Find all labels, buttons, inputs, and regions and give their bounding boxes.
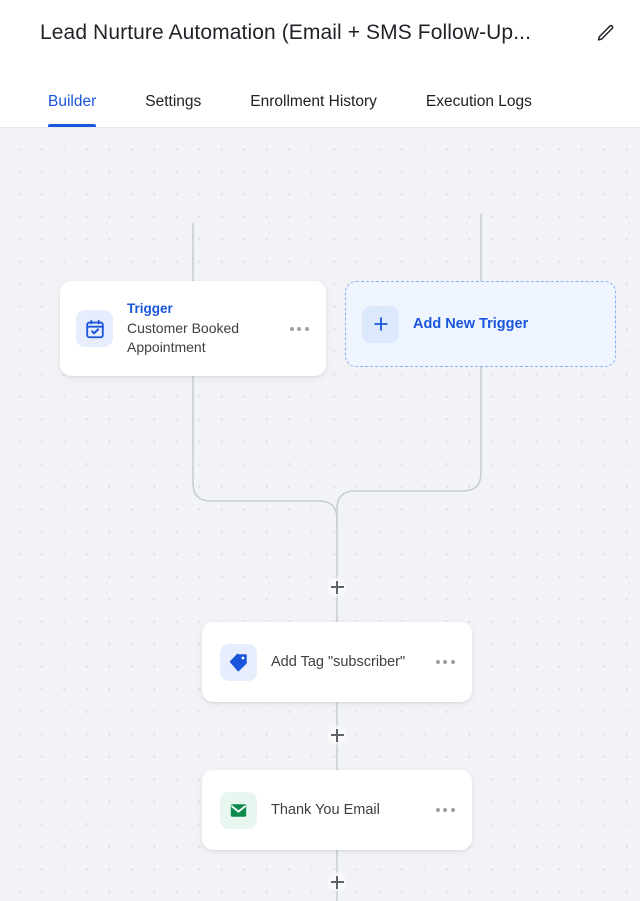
node-trigger-subtitle: Customer Booked Appointment	[127, 320, 240, 355]
node-trigger-menu-button[interactable]	[286, 318, 312, 340]
node-trigger-body: Trigger Customer Booked Appointment	[113, 300, 286, 357]
tag-icon	[220, 643, 257, 681]
node-thank-you-email-menu-button[interactable]	[432, 799, 458, 821]
node-trigger[interactable]: Trigger Customer Booked Appointment	[60, 281, 326, 376]
kebab-dot	[443, 808, 447, 812]
app-header: Lead Nurture Automation (Email + SMS Fol…	[0, 0, 640, 66]
kebab-dot	[443, 660, 447, 664]
tab-enrollment-history[interactable]: Enrollment History	[250, 93, 377, 127]
kebab-dot	[450, 808, 455, 812]
kebab-dot	[435, 660, 440, 664]
page-title: Lead Nurture Automation (Email + SMS Fol…	[40, 21, 532, 44]
node-add-tag[interactable]: Add Tag "subscriber"	[202, 622, 472, 702]
tab-execution-logs[interactable]: Execution Logs	[426, 93, 532, 127]
node-add-tag-label: Add Tag "subscriber"	[271, 654, 406, 670]
add-step-button-3[interactable]	[326, 871, 348, 893]
node-thank-you-email-body: Thank You Email	[257, 800, 432, 820]
node-thank-you-email[interactable]: Thank You Email	[202, 770, 472, 850]
add-step-button-1[interactable]	[326, 576, 348, 598]
node-add-tag-body: Add Tag "subscriber"	[257, 652, 432, 672]
kebab-dot	[304, 326, 309, 331]
kebab-dot	[297, 326, 301, 331]
kebab-dot	[289, 326, 294, 331]
tab-settings[interactable]: Settings	[145, 93, 201, 127]
add-new-trigger-button[interactable]: Add New Trigger	[345, 281, 616, 367]
add-step-button-2[interactable]	[326, 724, 348, 746]
kebab-dot	[435, 808, 440, 812]
pencil-icon	[595, 23, 616, 44]
kebab-dot	[450, 660, 455, 664]
plus-icon	[362, 305, 399, 343]
workflow-canvas[interactable]: Trigger Customer Booked Appointment Add …	[0, 128, 640, 901]
node-add-tag-menu-button[interactable]	[432, 651, 458, 673]
envelope-icon	[220, 791, 257, 829]
node-trigger-kicker: Trigger	[127, 301, 173, 316]
node-thank-you-email-label: Thank You Email	[271, 802, 380, 818]
calendar-check-icon	[76, 310, 113, 347]
tab-builder[interactable]: Builder	[48, 93, 97, 127]
edit-title-button[interactable]	[588, 16, 622, 50]
tab-bar: Builder Settings Enrollment History Exec…	[0, 66, 640, 128]
add-new-trigger-label: Add New Trigger	[413, 316, 529, 332]
